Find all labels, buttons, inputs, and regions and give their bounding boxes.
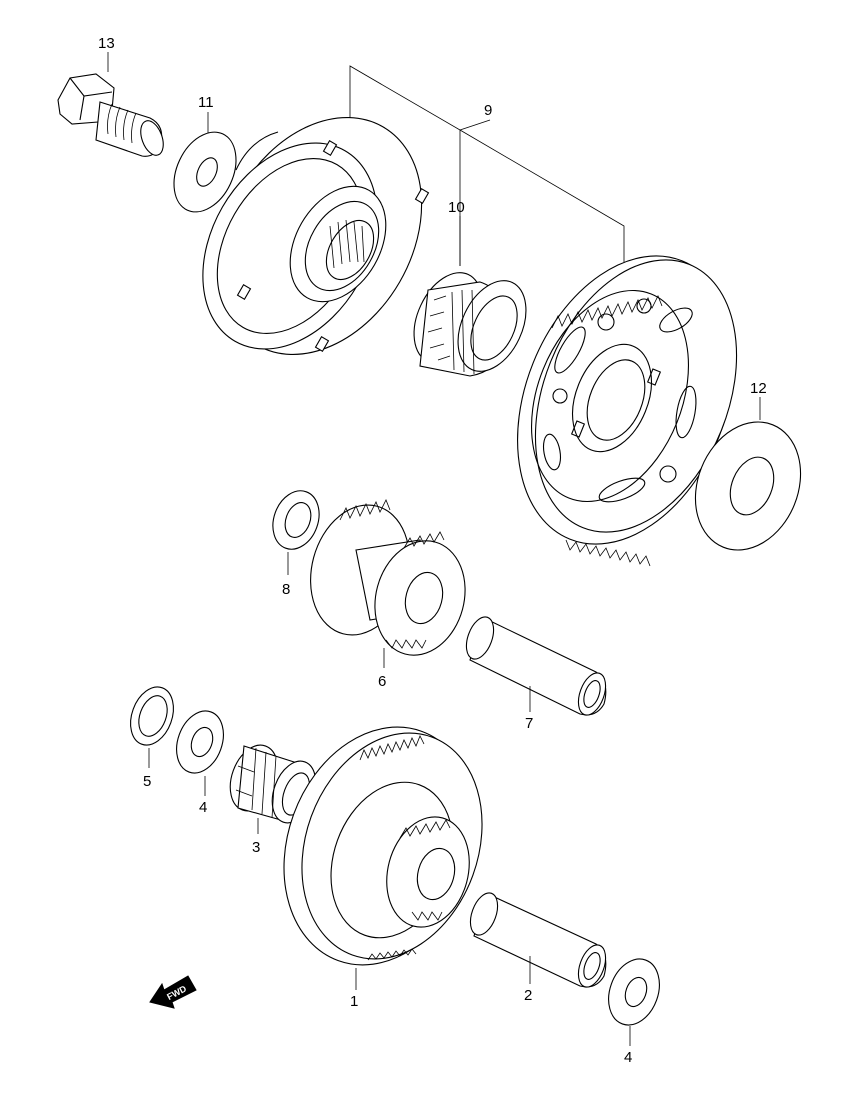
label-part-7: 7	[525, 715, 533, 732]
label-part-13: 13	[98, 35, 115, 52]
part-10-needle-bearing	[413, 272, 527, 377]
part-12-washer	[694, 421, 802, 551]
part-4-washer-lower	[608, 958, 660, 1026]
part-8-washer	[272, 490, 320, 550]
starter-clutch-body	[202, 117, 430, 355]
part-6-idle-gear	[310, 499, 466, 656]
label-part-11: 11	[198, 94, 214, 111]
starter-driven-gear	[517, 255, 738, 567]
fwd-arrow-icon: FWD	[149, 975, 197, 1009]
part-13-bolt	[57, 73, 164, 157]
part-1-idle-gear	[283, 726, 483, 966]
label-part-3: 3	[252, 839, 260, 856]
label-part-10: 10	[448, 199, 465, 216]
label-part-6: 6	[378, 673, 386, 690]
label-part-2: 2	[524, 987, 532, 1004]
label-part-1: 1	[350, 993, 358, 1010]
part-4-washer-upper	[176, 710, 224, 774]
part-3-needle-bearing	[229, 744, 317, 824]
label-part-9: 9	[484, 102, 492, 119]
label-part-8: 8	[282, 581, 290, 598]
part-5-washer	[130, 686, 174, 746]
part-11-washer	[173, 131, 237, 213]
part-2-shaft	[469, 892, 607, 988]
part-7-shaft	[465, 616, 607, 716]
label-part-12: 12	[750, 380, 767, 397]
label-part-5: 5	[143, 773, 151, 790]
label-part-4-upper: 4	[199, 799, 207, 816]
label-part-4-lower: 4	[624, 1049, 632, 1066]
